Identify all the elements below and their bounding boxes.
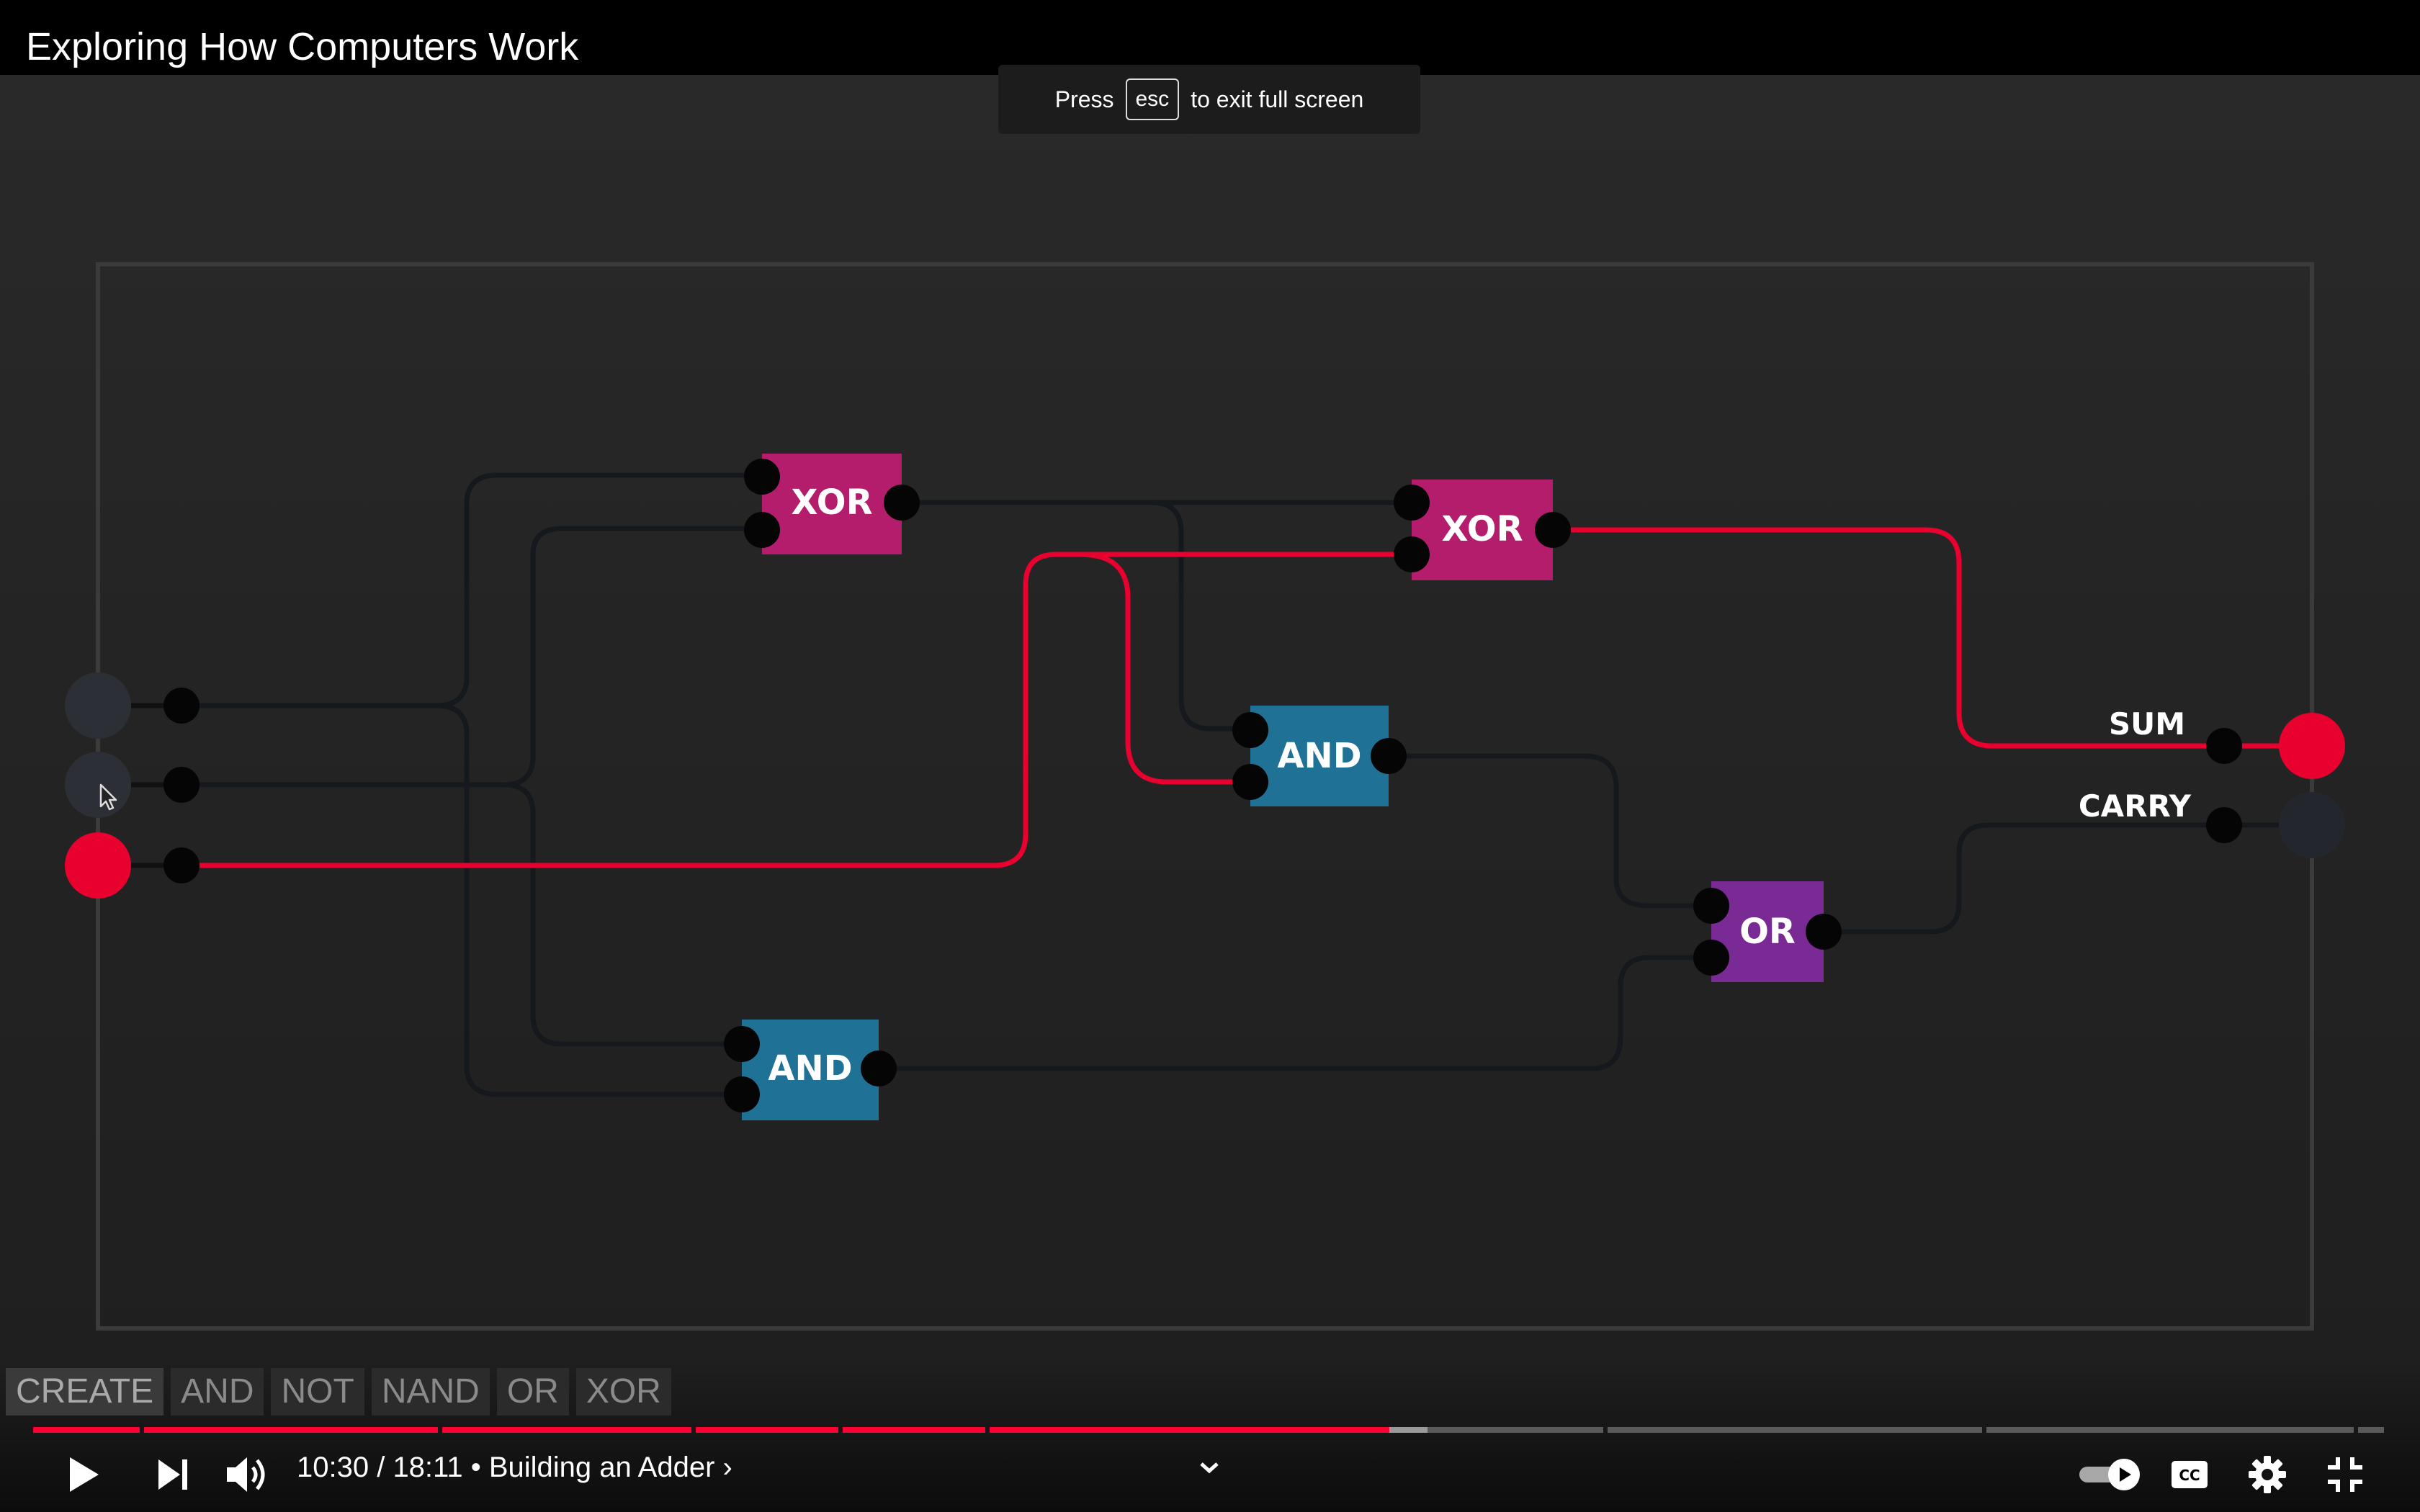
gate-label: OR	[1739, 912, 1796, 952]
progress-bar[interactable]	[33, 1427, 2384, 1433]
cc-icon: CC	[2172, 1461, 2208, 1488]
chapter-expand-button[interactable]	[1193, 1452, 1226, 1485]
volume-button[interactable]	[220, 1447, 275, 1502]
input-c-toggle[interactable]	[65, 832, 131, 899]
input-a-toggle[interactable]	[65, 672, 131, 739]
board-frame	[96, 262, 2314, 1331]
exit-fullscreen-icon	[2328, 1457, 2362, 1492]
toolbar-and-button[interactable]: AND	[171, 1368, 264, 1416]
input-b-toggle[interactable]	[65, 752, 131, 818]
cursor-icon	[99, 783, 117, 811]
gate-label: AND	[768, 1048, 852, 1089]
title-bar: Exploring How Computers Work	[0, 0, 2420, 75]
autoplay-toggle[interactable]	[2074, 1456, 2145, 1493]
wires-off	[179, 472, 2315, 1097]
buffered-fill	[1389, 1427, 1428, 1433]
toolbar-create-button[interactable]: CREATE	[6, 1368, 164, 1416]
play-icon	[70, 1457, 99, 1492]
output-carry-indicator	[2279, 792, 2345, 858]
play-button[interactable]	[58, 1449, 109, 1500]
toolbar-nand-button[interactable]: NAND	[371, 1368, 490, 1416]
gate-label: AND	[1277, 736, 1361, 776]
input-b-connector	[163, 767, 200, 803]
played-segment	[33, 1427, 140, 1433]
output-sum-label: SUM	[2109, 706, 2185, 742]
toast-suffix: to exit full screen	[1191, 86, 1364, 112]
chapter-segment	[1608, 1427, 1982, 1433]
exit-fullscreen-toast: Press esc to exit full screen	[998, 65, 1420, 134]
output-carry-label: CARRY	[2079, 788, 2192, 824]
video-area[interactable]	[0, 0, 2420, 1361]
esc-key: esc	[1125, 78, 1180, 120]
chapter-title[interactable]: • Building an Adder ›	[470, 1452, 732, 1483]
output-sum-connector	[2206, 728, 2242, 764]
gate-toolbar: CREATE AND NOT NAND OR XOR	[6, 1368, 671, 1416]
next-icon	[158, 1459, 187, 1490]
toolbar-not-button[interactable]: NOT	[271, 1368, 364, 1416]
played-segment	[442, 1427, 691, 1433]
window-title: Exploring How Computers Work	[26, 25, 579, 68]
toolbar-or-button[interactable]: OR	[496, 1368, 569, 1416]
played-segment	[843, 1427, 985, 1433]
gate-or[interactable]: OR	[1693, 881, 1842, 982]
chapter-segment	[1986, 1427, 2354, 1433]
wires-on	[179, 527, 2315, 868]
gate-and-1[interactable]: AND	[1232, 706, 1407, 806]
gate-and-2[interactable]: AND	[724, 1020, 897, 1120]
circuit-canvas: XOR XOR AND OR AND SUM CARRY	[65, 262, 2345, 1331]
settings-button[interactable]	[2246, 1453, 2289, 1496]
chevron-down-icon	[1200, 1462, 1219, 1474]
input-a-connector	[163, 688, 200, 724]
svg-text:CC: CC	[2179, 1467, 2200, 1484]
gate-xor-2[interactable]: XOR	[1394, 480, 1571, 580]
played-segment	[990, 1427, 1390, 1433]
gate-label: XOR	[1441, 509, 1523, 549]
played-segment	[696, 1427, 838, 1433]
time-text: 10:30 / 18:11	[297, 1452, 463, 1483]
volume-icon	[227, 1457, 265, 1492]
toast-prefix: Press	[1054, 86, 1114, 112]
output-sum-indicator	[2279, 713, 2345, 779]
next-button[interactable]	[147, 1449, 199, 1500]
gate-label: XOR	[791, 482, 872, 523]
exit-fullscreen-button[interactable]	[2323, 1453, 2367, 1496]
gear-icon	[2249, 1456, 2286, 1493]
toolbar-xor-button[interactable]: XOR	[575, 1368, 671, 1416]
chapter-segment	[2358, 1427, 2384, 1433]
input-c-connector	[163, 847, 200, 883]
output-carry-connector	[2206, 807, 2242, 843]
autoplay-toggle-icon	[2079, 1459, 2140, 1490]
time-display: 10:30 / 18:11 • Building an Adder ›	[297, 1452, 732, 1484]
gate-xor-1[interactable]: XOR	[744, 454, 920, 554]
played-segment	[144, 1427, 438, 1433]
captions-button[interactable]: CC	[2168, 1457, 2211, 1492]
